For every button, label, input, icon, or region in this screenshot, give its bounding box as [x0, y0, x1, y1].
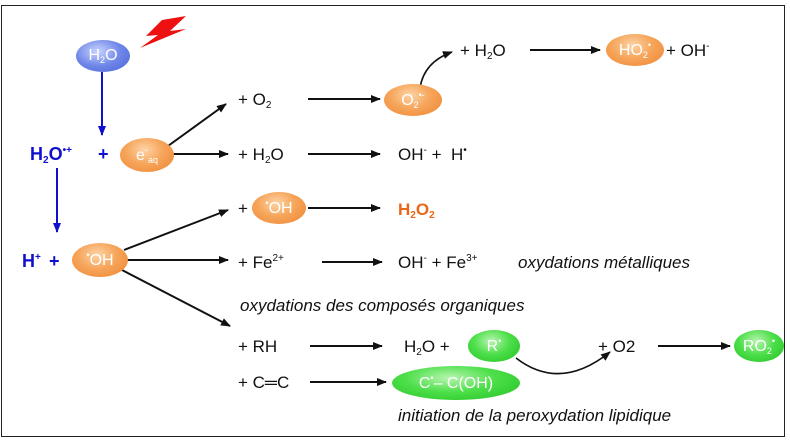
reagent-cc: + C═C — [238, 373, 290, 392]
proton: H+ — [22, 251, 41, 271]
product-oh-anion-top: + OH- — [666, 41, 710, 60]
reagent-h2o: + H2O — [238, 145, 284, 166]
hydroxyl-radical: •OH — [72, 243, 128, 277]
arrow-superoxide-curve — [419, 51, 453, 89]
product-h2o-rh: H2O + — [404, 337, 450, 358]
reagent-fe2: + Fe2+ — [238, 253, 284, 272]
reagent-rh: + RH — [238, 337, 278, 356]
h2o-molecule: H2O — [76, 40, 130, 72]
products-oh-h: OH- + H• — [398, 145, 467, 164]
alkyl-radical: R• — [468, 330, 520, 362]
carbon-radical-adduct: C•– C(OH) — [392, 366, 520, 400]
solvated-electron: e-aq — [120, 138, 174, 172]
plus-sign-top: + — [98, 144, 109, 164]
peroxyl-radical: RO2• — [734, 330, 784, 362]
hydroperoxyl-radical: HO2• — [606, 34, 664, 66]
h2o-molecule-label: H2O — [88, 46, 118, 65]
lightning-icon — [140, 16, 186, 48]
reagent-h2o-followup: + H2O — [460, 41, 506, 62]
diagram-frame — [1, 5, 785, 437]
plus-sign-bottom: + — [49, 251, 60, 271]
h2o-radical-cation: H2O•+ — [30, 144, 72, 166]
arrow-oh-to-organics — [121, 269, 231, 327]
reagent-o2-followup: + O2 — [598, 337, 636, 356]
note-organic-oxidation: oxydations des composés organiques — [240, 296, 525, 315]
arrow-radical-curve — [515, 351, 611, 375]
product-h2o2: H2O2 — [398, 200, 435, 221]
note-lipid-peroxidation: initiation de la peroxydation lipidique — [398, 406, 672, 425]
note-metal-oxidation: oxydations métalliques — [518, 253, 690, 272]
reagent-plus-oh: + — [238, 199, 248, 218]
arrow-eaq-to-o2 — [167, 103, 227, 147]
hydroxyl-radical-reagent: •OH — [252, 192, 306, 224]
arrow-oh-to-ohrad — [123, 209, 229, 251]
products-oh-fe3: OH- + Fe3+ — [398, 253, 478, 272]
reagent-o2: + O2 — [238, 90, 272, 111]
superoxide-radical: O2•- — [384, 84, 442, 116]
